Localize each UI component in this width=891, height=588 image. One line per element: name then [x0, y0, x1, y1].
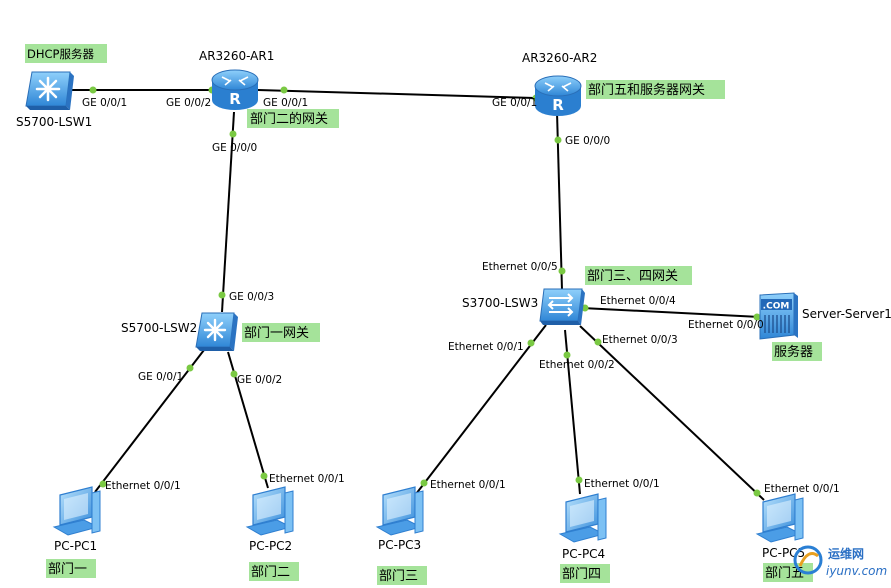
pc2-icon[interactable]	[245, 486, 294, 536]
link-lsw3-server[interactable]	[581, 307, 761, 318]
port-label: Ethernet 0/0/3	[602, 334, 678, 346]
ar2-name: AR3260-AR2	[522, 51, 597, 65]
pc5-icon[interactable]	[755, 493, 804, 543]
port-label: Ethernet 0/0/1	[448, 341, 524, 353]
note-dept5-gateway: 部门五和服务器网关	[588, 82, 705, 98]
lsw1-name: S5700-LSW1	[16, 115, 92, 129]
note-dept2: 部门二	[251, 565, 290, 580]
port-dot	[753, 313, 761, 321]
link-lsw3-pc3[interactable]	[415, 324, 547, 495]
watermark: 运维网 iyunv.com	[793, 545, 889, 578]
lsw3-name: S3700-LSW3	[462, 296, 538, 310]
port-label: GE 0/0/2	[237, 374, 282, 386]
note-dept3: 部门三	[379, 569, 418, 584]
port-labels: GE 0/0/1 GE 0/0/2 GE 0/0/1 GE 0/0/1 GE 0…	[82, 97, 840, 495]
port-label: GE 0/0/2	[166, 97, 211, 109]
port-label: Ethernet 0/0/1	[764, 483, 840, 495]
note-dept2-gateway: 部门二的网关	[250, 111, 328, 127]
port-dot	[89, 86, 97, 94]
port-dot	[260, 472, 268, 480]
server1-name: Server-Server1	[802, 307, 891, 321]
note-dept4: 部门四	[562, 567, 601, 582]
note-dhcp-server: DHCP服务器	[27, 47, 94, 61]
port-label: GE 0/0/0	[212, 142, 257, 154]
watermark-logo-icon	[793, 545, 823, 575]
port-dot	[218, 291, 226, 299]
note-dept5: 部门五	[765, 566, 804, 581]
pc4-icon[interactable]	[558, 493, 607, 543]
port-label: GE 0/0/1	[138, 371, 183, 383]
svg-text:R: R	[229, 90, 241, 108]
svg-text:R: R	[552, 96, 564, 114]
pc3-icon[interactable]	[375, 486, 424, 536]
port-dot	[753, 489, 761, 497]
port-dot	[563, 351, 571, 359]
port-dot	[575, 476, 583, 484]
link-ar1-lsw2[interactable]	[221, 111, 235, 313]
pc1-name: PC-PC1	[54, 539, 97, 553]
port-dot	[594, 338, 602, 346]
port-label: GE 0/0/1	[263, 97, 308, 109]
port-label: Ethernet 0/0/4	[600, 295, 676, 307]
port-dot	[230, 370, 238, 378]
port-label: Ethernet 0/0/1	[430, 479, 506, 491]
switch-lsw2-icon[interactable]	[195, 312, 238, 351]
server-com-label: .COM	[763, 302, 790, 312]
switch-lsw3-icon[interactable]	[539, 288, 585, 325]
watermark-cn: 运维网	[828, 546, 864, 561]
port-dot	[229, 130, 237, 138]
server-icon[interactable]: .COM	[759, 292, 798, 340]
port-label: Ethernet 0/0/1	[584, 478, 660, 490]
port-label: GE 0/0/1	[82, 97, 127, 109]
link-lsw3-pc5[interactable]	[579, 325, 765, 501]
port-label: GE 0/0/3	[229, 291, 274, 303]
watermark-en: iyunv.com	[826, 564, 887, 578]
note-dept1-gateway: 部门一网关	[244, 326, 309, 341]
link-lsw2-pc1[interactable]	[94, 349, 205, 493]
port-dot	[420, 479, 428, 487]
pc2-name: PC-PC2	[249, 539, 292, 553]
port-label: Ethernet 0/0/1	[105, 480, 181, 492]
note-dept34-gateway: 部门三、四网关	[587, 269, 678, 284]
router-ar2-icon[interactable]: R	[534, 75, 582, 116]
port-label: Ethernet 0/0/2	[539, 359, 615, 371]
port-dot	[527, 339, 535, 347]
port-dot	[186, 364, 194, 372]
router-ar1-icon[interactable]: R	[211, 69, 259, 110]
pc4-name: PC-PC4	[562, 547, 605, 561]
port-dots	[89, 86, 761, 497]
port-label: GE 0/0/1	[492, 97, 537, 109]
switch-lsw1-icon[interactable]	[25, 71, 74, 110]
port-dot	[280, 86, 288, 94]
pc3-name: PC-PC3	[378, 538, 421, 552]
port-dot	[99, 480, 107, 488]
note-dept1: 部门一	[48, 562, 87, 577]
lsw2-name: S5700-LSW2	[121, 321, 197, 335]
pc1-icon[interactable]	[52, 486, 101, 536]
port-dot	[554, 136, 562, 144]
link-ar1-ar2[interactable]	[257, 89, 536, 99]
port-dot	[558, 267, 566, 275]
port-label: Ethernet 0/0/1	[269, 473, 345, 485]
note-server: 服务器	[774, 344, 813, 360]
annotation-notes: DHCP服务器 部门二的网关 部门五和服务器网关 部门一网关 部门三、四网关 服…	[25, 44, 822, 585]
port-label: GE 0/0/0	[565, 135, 610, 147]
ar1-name: AR3260-AR1	[199, 49, 274, 63]
port-label: Ethernet 0/0/0	[688, 319, 764, 331]
port-label: Ethernet 0/0/5	[482, 261, 558, 273]
